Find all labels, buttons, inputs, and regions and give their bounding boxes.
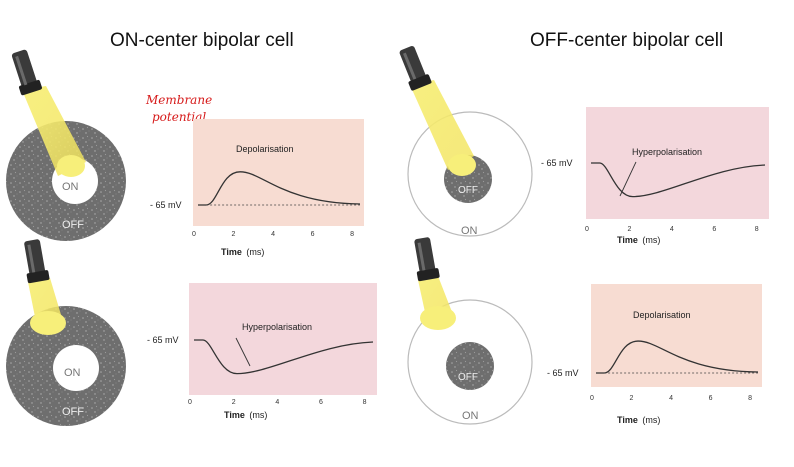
time-unit: (ms): [249, 410, 267, 420]
time-word: Time: [224, 410, 245, 420]
mv-label: - 65 mV: [150, 200, 182, 210]
membrane-potential-curve: [591, 162, 766, 198]
tick-label: 4: [275, 399, 279, 406]
graph-top-right: Hyperpolarisation - 65 mV 0 2 4 6 8 Time (ms…: [541, 107, 769, 245]
membrane-potential-curve: [596, 340, 759, 374]
mv-label: - 65 mV: [541, 158, 573, 168]
off-label: OFF: [458, 372, 478, 383]
membrane-potential-curve: [194, 339, 374, 375]
tick-label: 6: [712, 226, 716, 233]
stimulus-bottom-left: ON OFF: [6, 239, 126, 426]
light-spot: [448, 154, 476, 176]
response-label: Depolarisation: [633, 310, 691, 320]
time-word: Time: [617, 415, 638, 425]
time-axis-label: Time (ms): [224, 410, 267, 420]
mv-label: - 65 mV: [147, 335, 179, 345]
tick-label: 6: [319, 399, 323, 406]
tick-label: 2: [627, 226, 631, 233]
tick-label: 6: [311, 231, 315, 238]
tick-label: 0: [590, 395, 594, 402]
pointer-line: [619, 161, 637, 197]
time-unit: (ms): [246, 247, 264, 257]
tick-label: 4: [670, 226, 674, 233]
tick-labels: 0 2 4 6 8: [585, 226, 759, 233]
tick-label: 2: [630, 395, 634, 402]
annotation-line-2: potential: [152, 110, 206, 124]
graph-bottom-left: Hyperpolarisation - 65 mV 0 2 4 6 8 Time (ms…: [147, 283, 377, 420]
tick-label: 8: [350, 231, 354, 238]
light-spot: [57, 155, 85, 177]
tick-label: 0: [192, 231, 196, 238]
tick-label: 2: [232, 399, 236, 406]
graph-top-left: Depolarisation - 65 mV 0 2 4 6 8 Time (ms): [150, 119, 364, 257]
left-column-title: ON-center bipolar cell: [110, 30, 294, 51]
tick-label: 8: [748, 395, 752, 402]
tick-label: 8: [363, 399, 367, 406]
pointer-line: [235, 337, 251, 367]
on-label: ON: [461, 225, 478, 237]
tick-label: 0: [585, 226, 589, 233]
stimulus-top-right: OFF ON: [399, 46, 533, 237]
tick-labels: 0 2 4 6 8: [188, 399, 367, 406]
light-beam: [22, 86, 86, 176]
response-label: Hyperpolarisation: [242, 322, 312, 332]
time-word: Time: [221, 247, 242, 257]
flashlight-icon: [414, 237, 440, 282]
off-label: OFF: [458, 185, 478, 196]
tick-label: 4: [669, 395, 673, 402]
stimulus-bottom-right: OFF ON: [407, 237, 533, 425]
tick-label: 6: [709, 395, 713, 402]
tick-label: 2: [232, 231, 236, 238]
off-label: OFF: [62, 406, 84, 418]
right-column-title: OFF-center bipolar cell: [530, 30, 724, 51]
flashlight-icon: [11, 49, 42, 96]
tick-labels: 0 2 4 6 8: [590, 395, 752, 402]
time-unit: (ms): [642, 235, 660, 245]
on-label: ON: [462, 410, 479, 422]
time-axis-label: Time (ms): [617, 235, 660, 245]
light-spot: [420, 306, 456, 330]
on-label: ON: [64, 367, 81, 379]
graph-background: [193, 119, 364, 226]
tick-label: 0: [188, 399, 192, 406]
graph-background: [586, 107, 769, 219]
response-label: Hyperpolarisation: [632, 147, 702, 157]
graph-bottom-right: Depolarisation - 65 mV 0 2 4 6 8 Time (ms): [547, 284, 762, 425]
time-axis-label: Time (ms): [617, 415, 660, 425]
graph-background: [591, 284, 762, 387]
response-label: Depolarisation: [236, 144, 294, 154]
on-label: ON: [62, 181, 79, 193]
receptive-field-center: [446, 342, 494, 390]
light-spot: [30, 311, 66, 335]
flashlight-icon: [399, 46, 432, 91]
time-unit: (ms): [642, 415, 660, 425]
flashlight-icon: [24, 239, 50, 284]
membrane-potential-curve: [198, 171, 361, 206]
tick-label: 8: [755, 226, 759, 233]
receptive-field-center: [53, 345, 99, 391]
light-beam: [410, 80, 474, 170]
annotation-line-1: Membrane: [145, 93, 212, 107]
time-word: Time: [617, 235, 638, 245]
mv-label: - 65 mV: [547, 368, 579, 378]
time-axis-label: Time (ms): [221, 247, 264, 257]
off-label: OFF: [62, 219, 84, 231]
tick-labels: 0 2 4 6 8: [192, 231, 354, 238]
tick-label: 4: [271, 231, 275, 238]
graph-background: [189, 283, 377, 395]
stimulus-top-left: ON OFF: [6, 49, 126, 241]
